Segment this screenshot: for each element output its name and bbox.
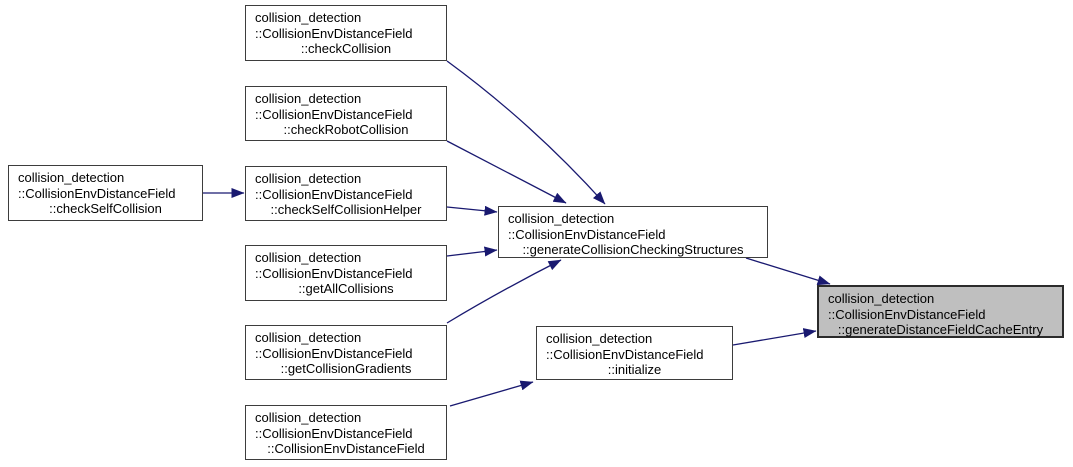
node-check-self-collision-helper[interactable]: collision_detection ::CollisionEnvDistan… [245, 166, 447, 221]
node-label-line: ::CollisionEnvDistanceField [255, 425, 413, 441]
node-label-line: collision_detection [508, 211, 615, 226]
node-label-line: ::checkSelfCollisionHelper [270, 202, 422, 217]
node-label-line: ::CollisionEnvDistanceField [267, 441, 425, 456]
node-get-all-collisions[interactable]: collision_detection ::CollisionEnvDistan… [245, 245, 447, 301]
node-generate-collision-checking-structures[interactable]: collision_detection ::CollisionEnvDistan… [498, 206, 768, 258]
node-label-line: collision_detection [546, 331, 653, 346]
node-label-line: collision_detection [255, 410, 362, 425]
node-generate-distance-field-cache-entry: collision_detection ::CollisionEnvDistan… [817, 285, 1064, 338]
node-label-line: collision_detection [255, 10, 362, 25]
node-label-line: collision_detection [828, 291, 935, 306]
node-label-line: collision_detection [18, 170, 125, 185]
edge-checkCollision-to-generateCollisionCheckingStructures [446, 60, 606, 205]
node-label-line: ::CollisionEnvDistanceField [546, 346, 704, 362]
node-label-line: collision_detection [255, 330, 362, 345]
edge-CollisionEnvDistanceField-to-initialize [449, 380, 534, 407]
node-label-line: collision_detection [255, 171, 362, 186]
node-label-line: collision_detection [255, 250, 362, 265]
node-label-line: ::getAllCollisions [298, 281, 394, 296]
node-check-robot-collision[interactable]: collision_detection ::CollisionEnvDistan… [245, 86, 447, 141]
node-label-line: collision_detection [255, 91, 362, 106]
node-label-line: ::generateCollisionCheckingStructures [522, 242, 744, 257]
edge-generateCollisionCheckingStructures-to-generateDistanceFieldCacheEntry [745, 257, 831, 286]
node-get-collision-gradients[interactable]: collision_detection ::CollisionEnvDistan… [245, 325, 447, 380]
node-label-line: ::checkRobotCollision [283, 122, 409, 137]
node-initialize[interactable]: collision_detection ::CollisionEnvDistan… [536, 326, 733, 380]
edge-initialize-to-generateDistanceFieldCacheEntry [732, 328, 817, 346]
edge-checkSelfCollisionHelper-to-generateCollisionCheckingStructures [446, 205, 498, 216]
node-label-line: ::CollisionEnvDistanceField [255, 345, 413, 361]
node-check-self-collision[interactable]: collision_detection ::CollisionEnvDistan… [8, 165, 203, 221]
edge-getAllCollisions-to-generateCollisionCheckingStructures [446, 246, 498, 257]
edge-checkRobotCollision-to-generateCollisionCheckingStructures [446, 140, 567, 204]
node-label-line: ::CollisionEnvDistanceField [255, 186, 413, 202]
node-label-line: ::CollisionEnvDistanceField [18, 185, 176, 201]
node-label-line: ::getCollisionGradients [280, 361, 412, 376]
node-label-line: ::CollisionEnvDistanceField [828, 306, 986, 322]
node-label-line: ::checkCollision [300, 41, 392, 56]
node-label-line: ::CollisionEnvDistanceField [255, 25, 413, 41]
node-check-collision[interactable]: collision_detection ::CollisionEnvDistan… [245, 5, 447, 61]
node-collision-env-distance-field-constructor[interactable]: collision_detection ::CollisionEnvDistan… [245, 405, 447, 460]
node-label-line: ::CollisionEnvDistanceField [255, 265, 413, 281]
node-label-line: ::initialize [607, 362, 662, 377]
node-label-line: ::CollisionEnvDistanceField [508, 226, 666, 242]
node-label-line: ::checkSelfCollision [49, 201, 162, 216]
edge-getCollisionGradients-to-generateCollisionCheckingStructures [446, 259, 562, 324]
node-label-line: ::generateDistanceFieldCacheEntry [837, 322, 1044, 337]
node-label-line: ::CollisionEnvDistanceField [255, 106, 413, 122]
